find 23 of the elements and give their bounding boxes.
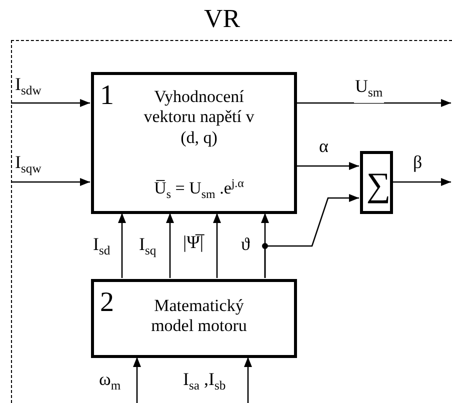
sum-symbol: ∑ <box>365 166 392 206</box>
block-description: Matematický model motoru <box>150 296 248 337</box>
summing-block <box>360 151 393 214</box>
edge-label: β <box>412 152 424 172</box>
arrow <box>244 357 252 403</box>
arrow <box>264 194 359 278</box>
heading: VR <box>202 3 242 34</box>
process-box <box>91 72 297 214</box>
arrow <box>133 357 141 403</box>
arrow <box>296 162 359 170</box>
arrow <box>11 99 90 107</box>
block-description: Vyhodnocení vektoru napětí v (d, q) <box>142 87 256 148</box>
arrow <box>213 213 221 278</box>
edge-label: |Ψ̅| <box>182 232 204 252</box>
arrow <box>392 178 451 186</box>
arrow <box>296 99 451 107</box>
block-number: 2 <box>100 286 114 320</box>
arrow <box>118 213 126 278</box>
formula: U̅$_{s}$ = U$_{sm}$ .e$^{j.α}$ <box>153 175 245 204</box>
arrow <box>166 213 174 278</box>
process-box <box>91 279 297 358</box>
block-number: 1 <box>100 79 114 113</box>
arrow <box>11 178 90 186</box>
